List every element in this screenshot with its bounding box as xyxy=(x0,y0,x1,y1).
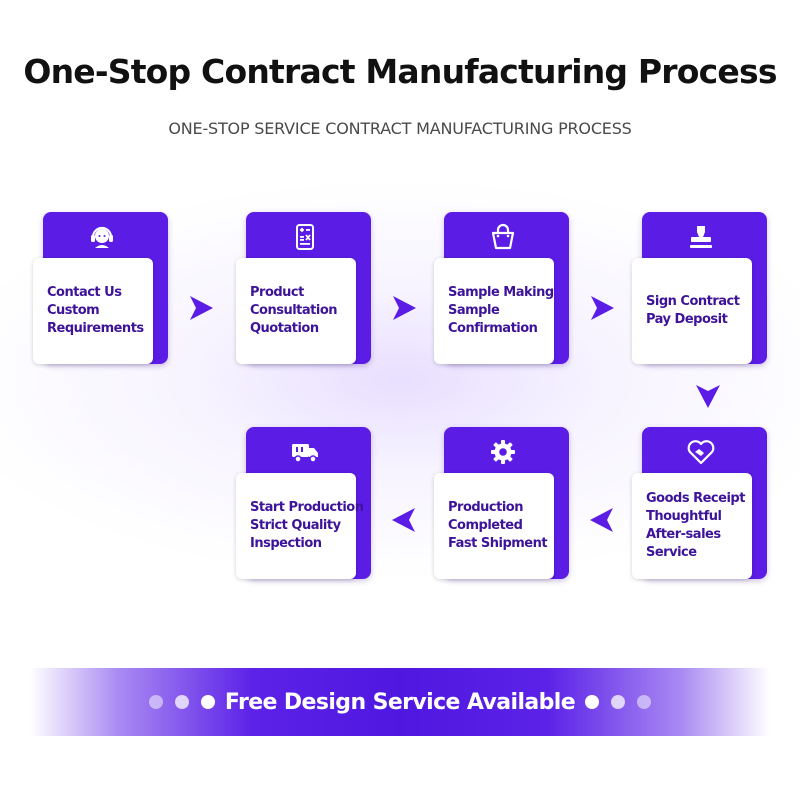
step-line: Sample Making xyxy=(448,285,554,300)
step-card: Goods Receipt Thoughtful After-sales Ser… xyxy=(632,473,752,579)
step-sign-contract: Sign Contract Pay Deposit xyxy=(632,212,772,364)
arrow-right-icon xyxy=(587,293,617,323)
step-sample-making: Sample Making Sample Confirmation xyxy=(434,212,574,364)
arrow-right-icon xyxy=(389,293,419,323)
shopping-bag-icon xyxy=(486,220,520,254)
step-line: Confirmation xyxy=(448,321,538,336)
step-line: Strict Quality xyxy=(250,518,341,533)
free-design-banner: Free Design Service Available xyxy=(30,668,770,736)
step-line: Inspection xyxy=(250,536,322,551)
calculator-icon xyxy=(288,220,322,254)
banner-dot xyxy=(611,695,626,709)
step-line: Service xyxy=(646,545,697,560)
step-line: Pay Deposit xyxy=(646,312,728,327)
step-line: Sample xyxy=(448,303,500,318)
step-card: Production Completed Fast Shipment xyxy=(434,473,554,579)
step-card: Contact Us Custom Requirements xyxy=(33,258,153,364)
step-contact-us: Contact Us Custom Requirements xyxy=(33,212,173,364)
banner-dot xyxy=(637,695,652,709)
gear-icon xyxy=(486,435,520,469)
step-card: Product Consultation Quotation xyxy=(236,258,356,364)
step-line: Quotation xyxy=(250,321,319,336)
page-title: One-Stop Contract Manufacturing Process xyxy=(23,52,777,91)
step-line: Thoughtful xyxy=(646,509,722,524)
handshake-heart-icon xyxy=(684,435,718,469)
arrow-down-icon xyxy=(693,381,723,411)
step-card: Start Production Strict Quality Inspecti… xyxy=(236,473,364,579)
step-line: After-sales xyxy=(646,527,721,542)
step-line: Start Production xyxy=(250,500,364,515)
banner-text: Free Design Service Available xyxy=(224,689,576,715)
banner-dot xyxy=(200,695,215,709)
step-line: Product xyxy=(250,285,304,300)
step-product-consultation: Product Consultation Quotation xyxy=(236,212,376,364)
step-line: Contact Us xyxy=(47,285,122,300)
step-line: Goods Receipt xyxy=(646,491,745,506)
step-production-completed: Production Completed Fast Shipment xyxy=(434,427,574,579)
step-goods-receipt: Goods Receipt Thoughtful After-sales Ser… xyxy=(632,427,772,579)
step-line: Production xyxy=(448,500,524,515)
step-card: Sign Contract Pay Deposit xyxy=(632,258,752,364)
step-card: Sample Making Sample Confirmation xyxy=(434,258,554,364)
step-line: Requirements xyxy=(47,321,144,336)
delivery-truck-icon xyxy=(288,435,322,469)
banner-dot xyxy=(174,695,189,709)
step-line: Fast Shipment xyxy=(448,536,548,551)
step-line: Custom xyxy=(47,303,100,318)
step-line: Consultation xyxy=(250,303,338,318)
banner-dot xyxy=(148,695,163,709)
page-subtitle: ONE-STOP SERVICE CONTRACT MANUFACTURING … xyxy=(168,119,632,138)
arrow-left-icon xyxy=(389,505,419,535)
arrow-right-icon xyxy=(186,293,216,323)
step-line: Sign Contract xyxy=(646,294,740,309)
arrow-left-icon xyxy=(587,505,617,535)
headset-support-icon xyxy=(85,220,119,254)
step-line: Completed xyxy=(448,518,523,533)
step-start-production: Start Production Strict Quality Inspecti… xyxy=(236,427,376,579)
stamp-icon xyxy=(684,220,718,254)
banner-dot xyxy=(585,695,600,709)
